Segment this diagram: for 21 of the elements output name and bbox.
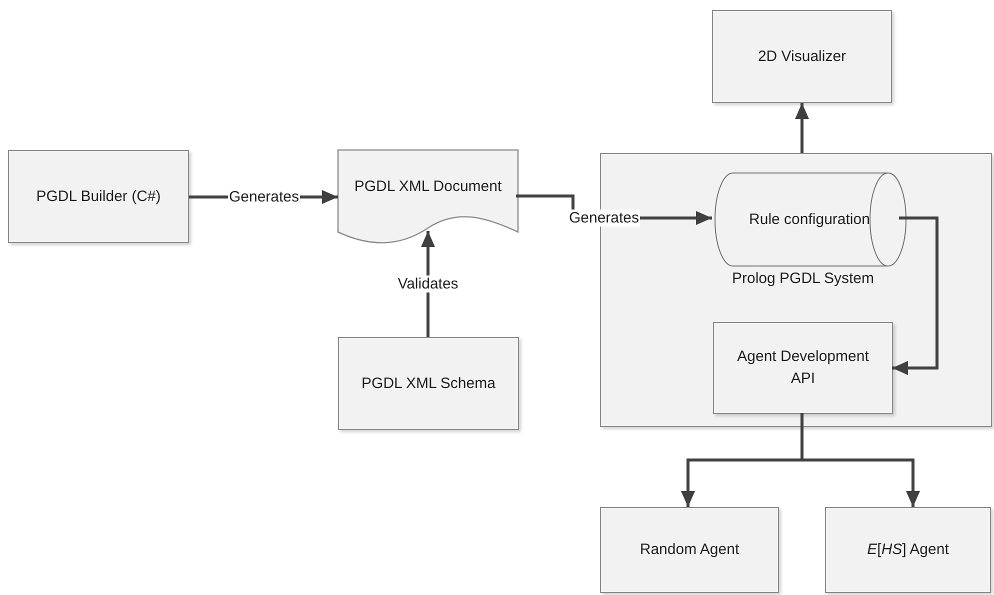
process-box [600,507,779,593]
arrow [795,103,809,153]
process-box [338,337,519,430]
container-label: Prolog PGDL System [731,269,875,289]
box-label: 2D Visualizer [756,46,848,67]
box-label: E[HS] Agent [866,540,950,560]
process-box [713,322,893,414]
arrow [892,216,938,375]
box-label: PGDL XML Document [353,176,503,197]
cylinder-shape [713,173,906,266]
box-label: PGDL Builder (C#) [35,186,162,207]
box-label: Rule configuration [748,210,871,230]
process-box [8,150,189,243]
box-label: Agent Development API [736,347,870,389]
process-box [825,507,991,593]
edge-label: Generates [568,210,640,226]
edge-label: Validates [396,276,460,292]
box-label: PGDL XML Schema [360,374,496,394]
process-box [712,10,892,103]
document-shape [338,150,518,245]
box-label: Random Agent [638,540,740,560]
